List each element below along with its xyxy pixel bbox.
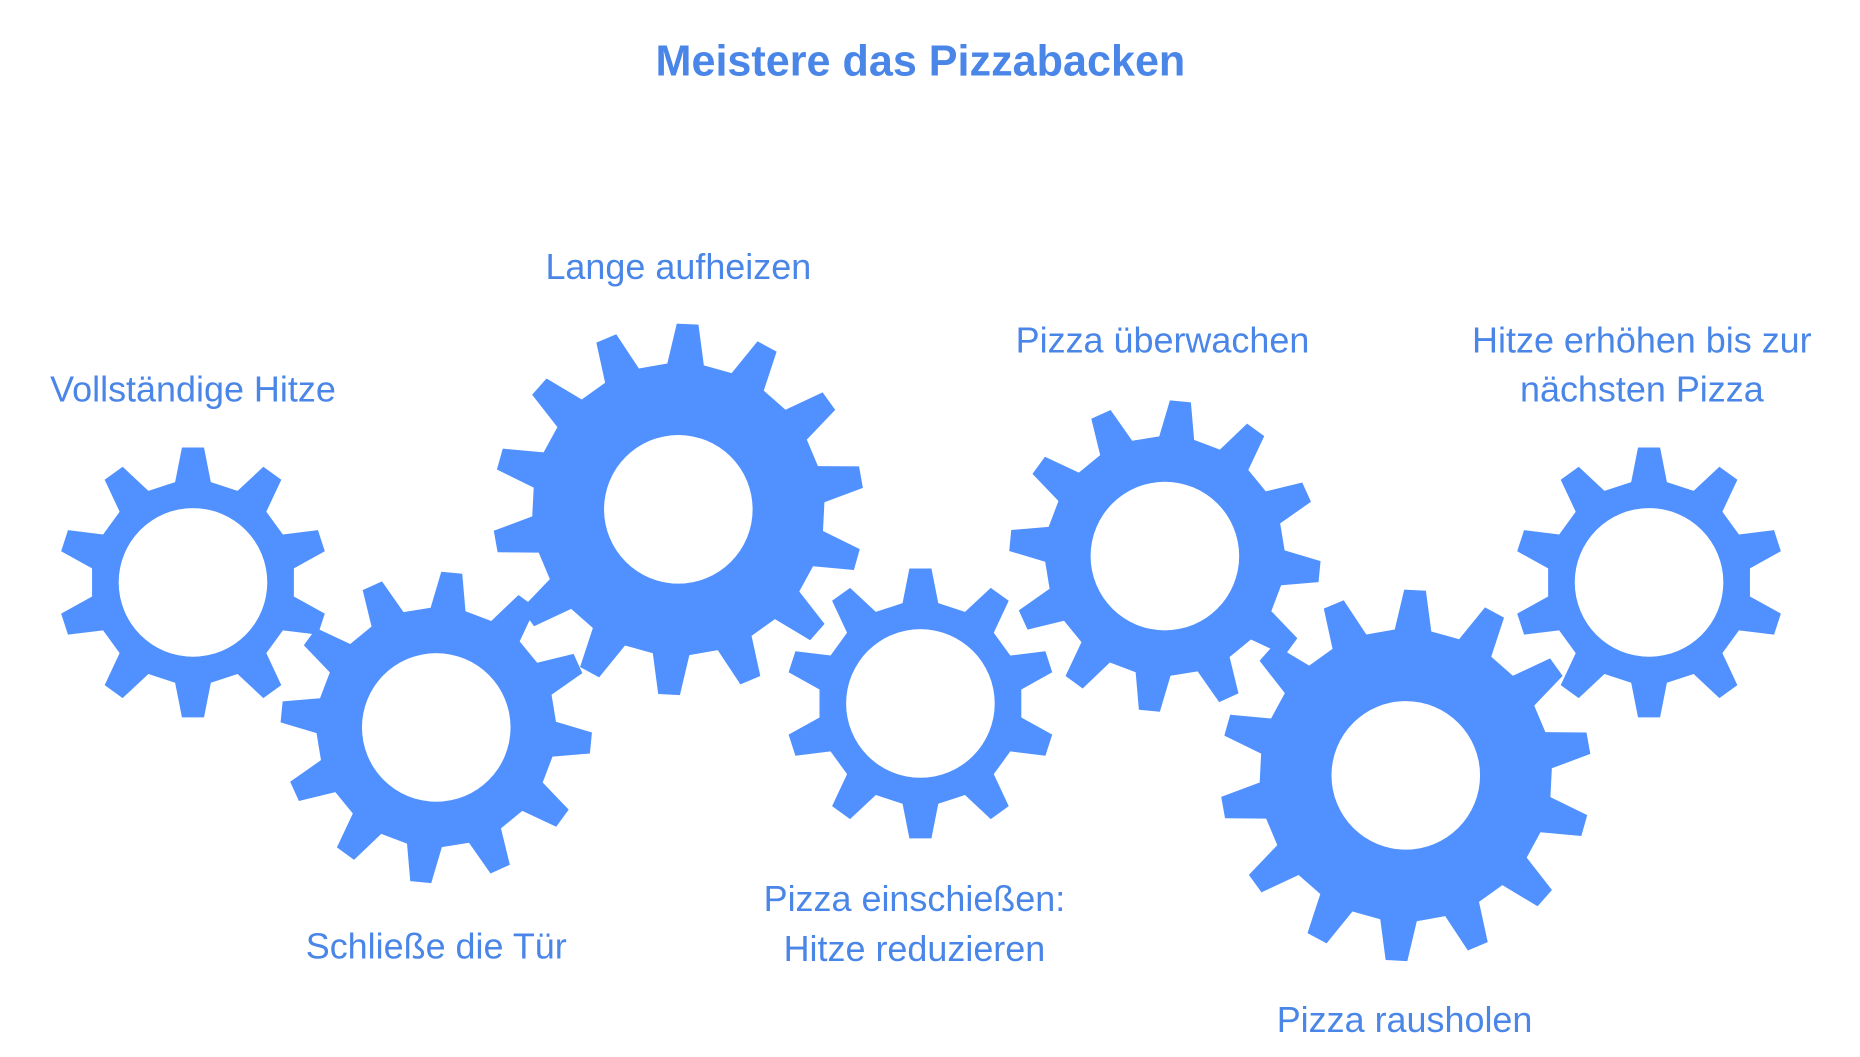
gear-icon-5: [1009, 400, 1321, 712]
gear-icon-2: [280, 571, 592, 884]
step-label-3: Lange aufheizen: [545, 246, 811, 287]
step-label-1: Vollständige Hitze: [50, 368, 336, 409]
gear-icon-4: [788, 568, 1053, 839]
gear-icon-7: [1517, 447, 1781, 718]
step-label-6: Pizza rausholen: [1277, 999, 1533, 1040]
gear-icon-3: [493, 323, 863, 696]
diagram-title: Meistere das Pizzabacken: [656, 38, 1186, 86]
step-label-4: Pizza einschießen:Hitze reduzieren: [764, 878, 1066, 969]
step-label-2: Schließe die Tür: [306, 926, 567, 967]
gear-icon-6: [1221, 589, 1591, 962]
gear-icon-1: [61, 447, 325, 718]
step-label-5: Pizza überwachen: [1016, 319, 1310, 360]
